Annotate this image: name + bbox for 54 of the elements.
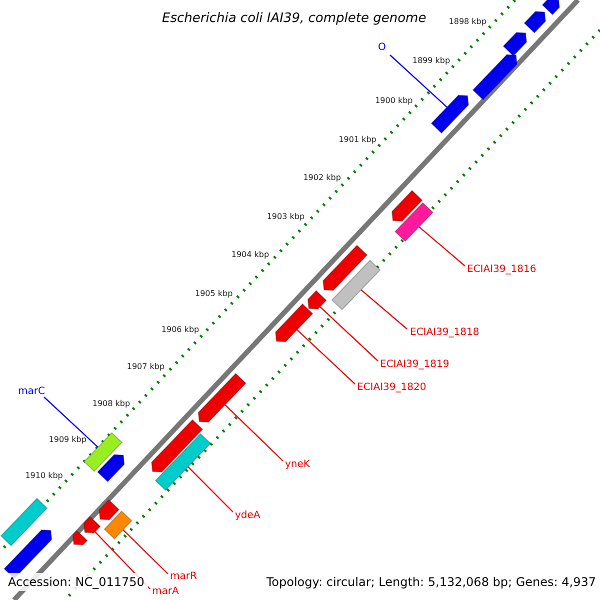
scale-tick-label: 1899 kbp bbox=[412, 57, 450, 65]
leader-line bbox=[418, 226, 466, 266]
gene-label: yneK bbox=[285, 460, 310, 470]
scale-tick-label: 1902 kbp bbox=[303, 174, 341, 182]
gene-label: ECIAI39_1819 bbox=[380, 360, 450, 370]
gene-feature bbox=[331, 260, 381, 310]
gene-feature bbox=[0, 498, 48, 546]
scale-tick-label: 1907 kbp bbox=[126, 363, 165, 371]
gene-label: ECIAI39_1820 bbox=[357, 383, 426, 393]
scale-tick-label: 1900 kbp bbox=[375, 97, 413, 105]
scale-tick-label: 1904 kbp bbox=[231, 251, 270, 259]
scale-tick-label: 1909 kbp bbox=[48, 436, 86, 444]
gene-feature bbox=[275, 303, 314, 342]
gene-feature bbox=[96, 454, 125, 482]
gene-feature bbox=[154, 433, 212, 491]
leader-line bbox=[296, 329, 356, 384]
gene-feature bbox=[98, 499, 120, 520]
scale-tick-label: 1898 kbp bbox=[448, 18, 486, 26]
gene-feature bbox=[502, 32, 528, 57]
gene-feature bbox=[104, 510, 132, 540]
gene-label: marC bbox=[18, 387, 45, 397]
scale-tick-label: 1906 kbp bbox=[161, 326, 200, 334]
leader-line bbox=[44, 396, 98, 448]
genome-info-text: Topology: circular; Length: 5,132,068 bp; Genes: 4,937 bbox=[266, 576, 596, 588]
gene-feature bbox=[72, 530, 88, 546]
gene-feature bbox=[472, 54, 518, 100]
scale-tick-label: 1908 kbp bbox=[92, 400, 130, 408]
gene-label: ECIAI39_1818 bbox=[410, 328, 480, 338]
gene-feature bbox=[322, 244, 368, 291]
leader-line bbox=[390, 54, 448, 108]
scale-tick-label: 1903 kbp bbox=[266, 213, 305, 221]
scale-tick-label: 1901 kbp bbox=[338, 136, 376, 144]
leader-line bbox=[224, 404, 284, 462]
gene-feature bbox=[391, 190, 423, 222]
gene-label: O bbox=[378, 43, 386, 53]
gene-label: ydeA bbox=[235, 511, 260, 521]
scale-tick-label: 1910 kbp bbox=[25, 472, 63, 480]
leader-line bbox=[320, 306, 378, 362]
leader-line bbox=[360, 289, 408, 330]
gene-feature bbox=[198, 372, 247, 423]
gene-feature bbox=[542, 0, 560, 16]
gene-feature bbox=[307, 290, 327, 310]
map-title: Escherichia coli IAI39, complete genome bbox=[162, 12, 426, 24]
scale-tick-label: 1905 kbp bbox=[194, 290, 233, 298]
gene-feature bbox=[83, 516, 101, 534]
gene-label: marR bbox=[170, 572, 197, 582]
gene-label: marA bbox=[152, 587, 179, 597]
leader-line bbox=[122, 529, 168, 574]
gene-feature bbox=[394, 202, 434, 242]
gene-feature bbox=[524, 11, 546, 34]
gene-feature bbox=[430, 94, 469, 134]
gene-label: ECIAI39_1816 bbox=[467, 265, 536, 275]
gene-feature bbox=[151, 419, 204, 472]
leader-line bbox=[188, 466, 234, 512]
